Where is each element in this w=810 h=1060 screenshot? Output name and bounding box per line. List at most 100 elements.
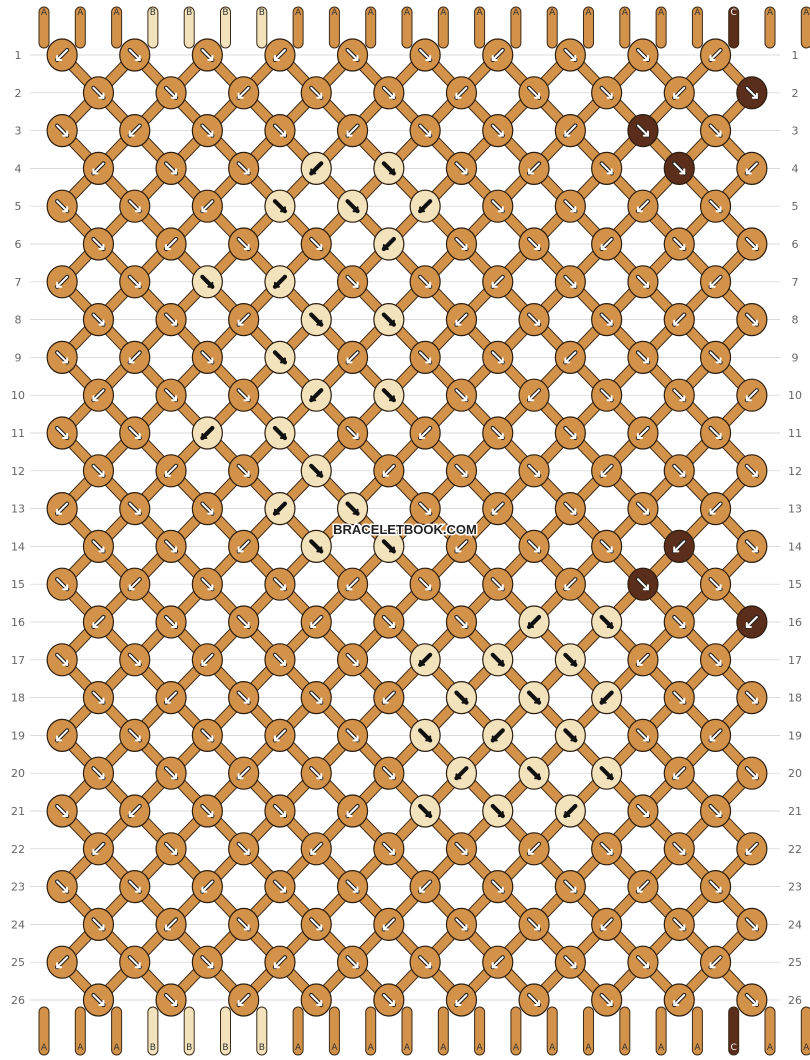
string-label-bottom: A: [404, 1043, 411, 1053]
knot-arrow: [310, 691, 323, 704]
knot-arrow: [201, 653, 214, 666]
knot: [627, 794, 659, 828]
knot-arrow: [92, 616, 105, 628]
knot: [445, 227, 478, 261]
knot-arrowhead: [425, 584, 432, 591]
row-number-right: 11: [788, 427, 802, 440]
knot-arrow: [273, 729, 286, 742]
knot: [82, 983, 115, 1017]
knot-arrow: [165, 464, 178, 477]
knot-arrow: [56, 351, 69, 364]
knot: [228, 76, 260, 110]
knot-arrowhead: [62, 130, 69, 137]
string-label-bottom: A: [549, 1043, 556, 1053]
knot: [228, 529, 260, 564]
row-number-right: 3: [792, 125, 799, 138]
knot: [336, 945, 369, 979]
knot: [591, 454, 623, 488]
knot-arrowhead: [273, 962, 280, 969]
knot-arrowhead: [243, 924, 250, 931]
knot: [191, 794, 223, 828]
knot: [627, 114, 659, 148]
knot-arrowhead: [128, 584, 135, 591]
knot-arrow: [201, 805, 214, 817]
knot: [82, 605, 115, 639]
knot-arrow: [528, 238, 541, 250]
knot: [409, 869, 441, 904]
knot: [445, 76, 478, 110]
knot-arrow: [201, 124, 214, 137]
knot: [554, 492, 586, 526]
knot: [155, 832, 187, 866]
knot: [699, 492, 732, 526]
knot: [155, 151, 187, 185]
string-label-bottom: A: [585, 1043, 592, 1053]
knot: [482, 492, 514, 526]
knot-arrowhead: [388, 395, 395, 402]
knot-arrowhead: [570, 659, 577, 666]
knot: [46, 794, 78, 828]
knot-arrowhead: [461, 470, 468, 477]
knot-arrowhead: [134, 55, 141, 61]
string-label-bottom: A: [295, 1043, 302, 1053]
knot: [663, 832, 695, 866]
knot: [82, 454, 115, 488]
knot-arrowhead: [455, 1000, 462, 1006]
knot-arrow: [528, 616, 541, 628]
knot-arrowhead: [128, 130, 135, 137]
knot: [699, 945, 732, 979]
knot-arrow: [128, 49, 141, 61]
knot-arrow: [564, 956, 577, 969]
knot-arrowhead: [62, 584, 69, 591]
string-label-bottom: A: [41, 1043, 48, 1053]
knot: [300, 303, 332, 337]
knot: [518, 529, 550, 564]
knot-arrow: [237, 238, 250, 250]
knot-arrowhead: [382, 470, 389, 477]
knot-arrow: [636, 49, 649, 61]
knot-arrow: [382, 389, 395, 402]
knot: [554, 869, 586, 904]
knot-arrowhead: [352, 735, 359, 742]
knot: [518, 756, 550, 790]
row-number-right: 26: [788, 994, 802, 1007]
knot-arrowhead: [165, 697, 172, 704]
knot-arrow: [273, 578, 286, 591]
knot: [300, 227, 332, 261]
knot-arrow: [165, 918, 178, 931]
knot-arrow: [709, 805, 722, 817]
knot: [699, 718, 732, 753]
knot-arrowhead: [534, 319, 541, 326]
knot-arrow: [709, 124, 722, 137]
knot: [591, 907, 623, 942]
left-row-numbers: 1234567891011121314151617181920212223242…: [11, 49, 25, 1007]
knot: [373, 303, 405, 337]
knot-arrow: [201, 49, 214, 61]
knot-arrow: [455, 616, 468, 628]
knot-arrow: [419, 880, 432, 893]
knot-arrow: [528, 162, 541, 175]
knot-arrow: [491, 49, 504, 61]
knot: [46, 114, 78, 148]
knot-arrow: [56, 578, 69, 591]
row-number-right: 12: [788, 465, 802, 478]
knot-arrowhead: [751, 546, 758, 553]
right-row-numbers: 1234567891011121314151617181920212223242…: [788, 49, 802, 1007]
knot-arrowhead: [425, 508, 432, 515]
knot-arrow: [346, 49, 359, 61]
knot: [409, 340, 441, 374]
knot-arrowhead: [419, 659, 426, 666]
knot-arrow: [564, 275, 577, 288]
knot-arrowhead: [455, 773, 462, 780]
knot: [264, 718, 296, 753]
knot-arrow: [382, 86, 395, 99]
knot-arrow: [491, 200, 504, 213]
knot-arrowhead: [165, 244, 172, 250]
knot-arrow: [673, 616, 686, 628]
knot: [518, 832, 550, 866]
knot: [155, 303, 187, 337]
knot-arrowhead: [237, 319, 244, 326]
row-number-right: 13: [788, 503, 802, 516]
knot-arrowhead: [310, 168, 317, 175]
knot-arrowhead: [461, 168, 468, 175]
